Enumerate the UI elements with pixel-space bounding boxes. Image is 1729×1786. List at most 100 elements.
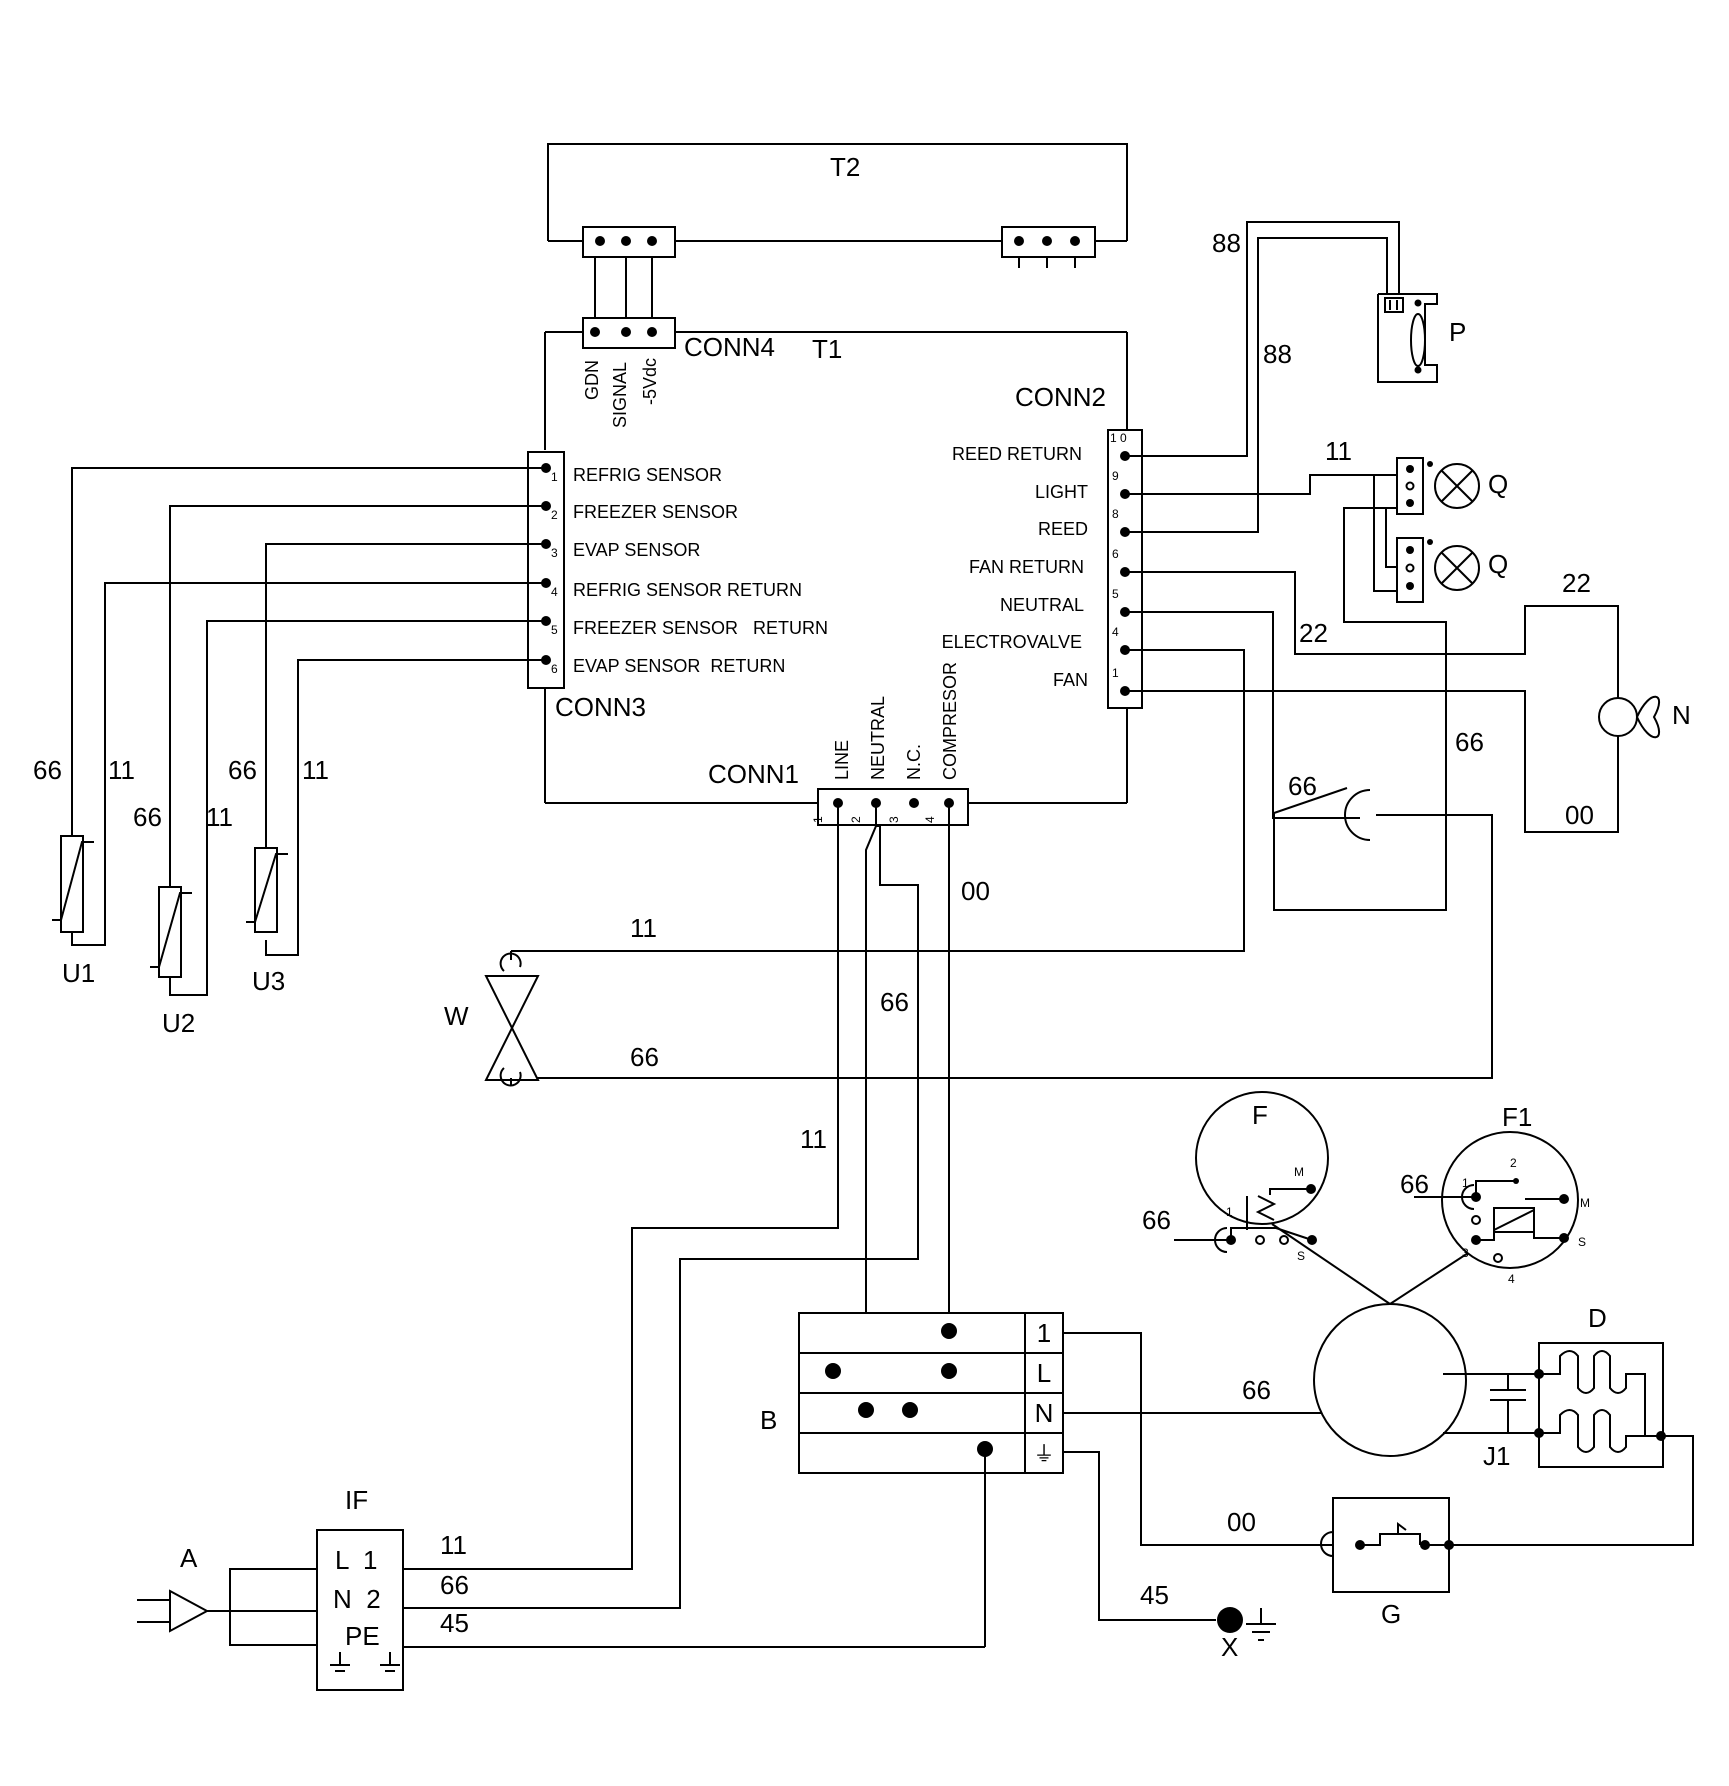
conn2-pin-num-6: 6	[1112, 547, 1119, 561]
lamp-q-lower: Q	[1396, 537, 1508, 603]
relay-f: M 1 S F	[1174, 1091, 1329, 1263]
wire-code-22-a: 22	[1299, 618, 1328, 648]
relay-f1-label: F1	[1502, 1102, 1532, 1132]
conn2-pin-num-1: 1	[1112, 666, 1119, 680]
mains-filter-if-label: IF	[345, 1485, 368, 1515]
power-plug-a: A	[137, 1543, 317, 1646]
wire-code-66-f1: 66	[1400, 1169, 1429, 1199]
terminal-b-label-1: 1	[1037, 1318, 1051, 1348]
wire-code-88a: 88	[1212, 228, 1241, 258]
if-label-n2: N 2	[333, 1584, 381, 1614]
capacitor-j1-label: J1	[1483, 1441, 1510, 1471]
lamp-q-upper-label: Q	[1488, 469, 1508, 499]
terminal-b-label-l: L	[1037, 1358, 1051, 1388]
conn1-wiring	[438, 803, 950, 1609]
wire-code-66-ev: 66	[1288, 771, 1317, 801]
conn1-pin-num-3: 3	[887, 816, 901, 823]
sensor-u3-label: U3	[252, 966, 285, 996]
conn2-pin-label-1: FAN	[1053, 670, 1088, 690]
wire-code-u2-66: 66	[133, 802, 162, 832]
wire-code-if-45: 45	[440, 1608, 469, 1638]
sensor-u2-label: U2	[162, 1008, 195, 1038]
relay-f1-pin-m: M	[1580, 1196, 1590, 1210]
wire-code-66-f: 66	[1142, 1205, 1171, 1235]
conn3: 1 2 3 4 5 6 REFRIG SENSOR FREEZER SENSOR…	[527, 451, 828, 722]
conn3-pin-label-6: EVAP SENSOR RETURN	[573, 656, 785, 676]
conn3-pin-num-4: 4	[551, 585, 558, 599]
power-plug-a-label: A	[180, 1543, 198, 1573]
conn2-pin-label-9: LIGHT	[1035, 482, 1088, 502]
ground-x: X	[1099, 1607, 1276, 1662]
relay-f-label: F	[1252, 1100, 1268, 1130]
conn2-pin-label-5: NEUTRAL	[1000, 595, 1084, 615]
conn1-pin-num-1: 1	[811, 816, 825, 823]
conn2-pin-label-10: REED RETURN	[952, 444, 1082, 464]
heater-d-label: D	[1588, 1303, 1607, 1333]
relay-f1-pin-s: S	[1578, 1235, 1586, 1249]
terminal-b-label-n: N	[1035, 1398, 1054, 1428]
conn2-pin-label-6: FAN RETURN	[969, 557, 1084, 577]
sensor-wiring	[71, 467, 546, 996]
conn4-pin-gdn: GDN	[582, 360, 602, 400]
wire-code-u3-11: 11	[302, 755, 329, 785]
wire-code-if-11: 11	[440, 1530, 467, 1560]
conn2-pin-num-4: 4	[1112, 625, 1119, 639]
conn1-pin-label-compresor: COMPRESOR	[940, 662, 960, 780]
wire-code-66-comp: 66	[1242, 1375, 1271, 1405]
conn2-pin-label-8: REED	[1038, 519, 1088, 539]
conn2-pin-num-5: 5	[1112, 587, 1119, 601]
capacitor-j1: J1	[1483, 1374, 1526, 1471]
wire-code-u3-66: 66	[228, 755, 257, 785]
switch-g-label: G	[1381, 1599, 1401, 1629]
compressor	[1271, 1223, 1508, 1457]
lamp-q-upper: Q	[1396, 457, 1508, 515]
if-label-pe: PE	[345, 1621, 380, 1651]
conn1-pin-label-nc: N.C.	[904, 744, 924, 780]
wire-code-00-fan: 00	[1565, 800, 1594, 830]
lamp-q-lower-label: Q	[1488, 549, 1508, 579]
conn1: 1 2 3 4 LINE NEUTRAL N.C. COMPRESOR CONN…	[708, 662, 969, 826]
wire-code-45-x: 45	[1140, 1580, 1169, 1610]
conn3-pin-num-2: 2	[551, 508, 558, 522]
wire-code-66-right: 66	[1455, 727, 1484, 757]
wire-code-u2-11: 11	[206, 802, 233, 832]
t1-label: T1	[812, 334, 842, 364]
conn2-pin-num-9: 9	[1112, 469, 1119, 483]
conn3-pin-num-5: 5	[551, 623, 558, 637]
board-t2: T2	[547, 143, 1128, 268]
conn3-pin-label-3: EVAP SENSOR	[573, 540, 700, 560]
conn1-label: CONN1	[708, 759, 799, 789]
electrovalve-w-label: W	[444, 1001, 469, 1031]
conn2-pin-label-4: ELECTROVALVE	[942, 632, 1082, 652]
relay-f1-pin-1: 1	[1462, 1176, 1469, 1190]
conn2: 1 0 9 8 6 5 4 1 REED RETURN LIGHT REED F…	[942, 382, 1143, 709]
conn4-pin-5vdc: -5Vdc	[640, 358, 660, 405]
heater-d: D	[1449, 1303, 1694, 1546]
switch-g: G	[1320, 1497, 1454, 1629]
relay-f1-pin-4: 4	[1508, 1272, 1515, 1286]
wire-code-66-w: 66	[630, 1042, 659, 1072]
relay-f1-pin-3: 3	[1462, 1246, 1469, 1260]
wire-code-u1-66: 66	[33, 755, 62, 785]
wire-code-66-neutral: 66	[880, 987, 909, 1017]
conn2-wiring	[511, 221, 1619, 1079]
conn3-pin-label-2: FREEZER SENSOR	[573, 502, 738, 522]
wire-code-11-light: 11	[1325, 436, 1352, 466]
wire-code-00-comp: 00	[961, 876, 990, 906]
sensor-u3: U3	[246, 847, 288, 996]
conn4: CONN4 GDN SIGNAL -5Vdc	[582, 257, 775, 428]
board-t1: T1	[544, 331, 1128, 804]
t2-label: T2	[830, 152, 860, 182]
relay-f1-pin-2: 2	[1510, 1156, 1517, 1170]
conn3-pin-num-1: 1	[551, 470, 558, 484]
conn1-pin-label-line: LINE	[832, 740, 852, 780]
conn3-pin-label-4: REFRIG SENSOR RETURN	[573, 580, 802, 600]
if-label-l1: L 1	[335, 1545, 377, 1575]
wire-code-if-66: 66	[440, 1570, 469, 1600]
conn4-pin-signal: SIGNAL	[610, 362, 630, 428]
reed-switch-p-label: P	[1449, 317, 1466, 347]
wire-code-00-g: 00	[1227, 1507, 1256, 1537]
conn2-pin-num-8: 8	[1112, 507, 1119, 521]
sensor-u2: U2	[150, 886, 195, 1038]
terminal-block-b-label: B	[760, 1405, 777, 1435]
